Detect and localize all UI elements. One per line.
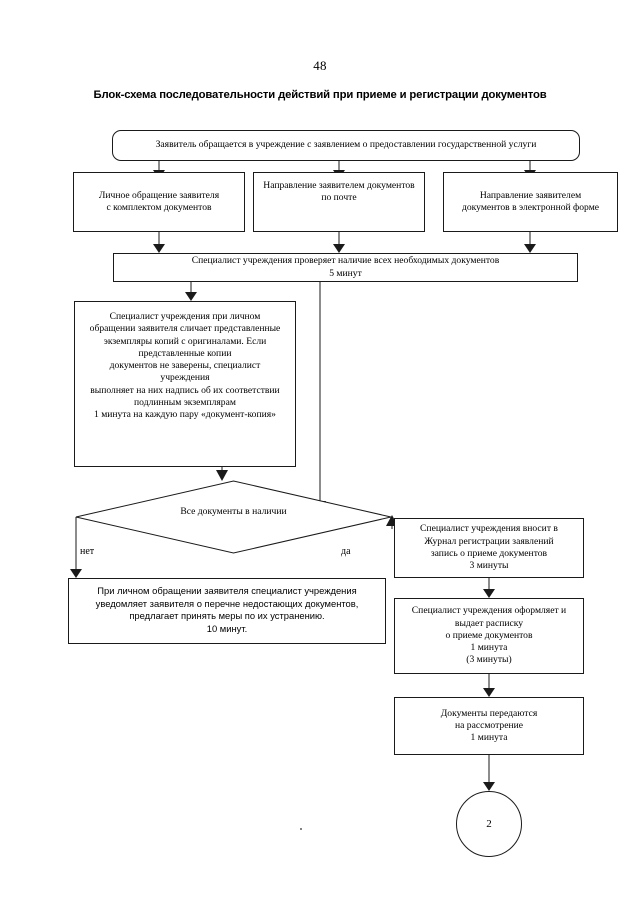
node-transfer-documents[interactable]: Документы передаются на рассмотрение 1 м… bbox=[394, 697, 584, 755]
page-title: Блок-схема последовательности действий п… bbox=[93, 89, 547, 101]
connector-circle-2[interactable]: 2 bbox=[456, 791, 522, 857]
node-register-journal[interactable]: Специалист учреждения вносит в Журнал ре… bbox=[394, 518, 584, 578]
node-check-documents[interactable]: Специалист учреждения проверяет наличие … bbox=[113, 253, 578, 282]
branch-label-yes: да bbox=[341, 546, 351, 557]
node-channel-in-person[interactable]: Личное обращение заявителя с комплектом … bbox=[73, 172, 245, 232]
node-notify-missing-documents[interactable]: При личном обращении заявителя специалис… bbox=[68, 578, 386, 644]
node-compare-copies[interactable]: Специалист учреждения при личном обращен… bbox=[74, 301, 296, 467]
node-decision-all-documents[interactable]: Все документы в наличии bbox=[75, 480, 392, 554]
node-issue-receipt[interactable]: Специалист учреждения оформляет и выдает… bbox=[394, 598, 584, 674]
node-channel-by-mail[interactable]: Направление заявителем документов по поч… bbox=[253, 172, 425, 232]
stray-dot bbox=[300, 828, 302, 830]
decision-label: Все документы в наличии bbox=[180, 506, 287, 517]
node-channel-electronic[interactable]: Направление заявителем документов в элек… bbox=[443, 172, 618, 232]
diamond-shape bbox=[75, 480, 392, 554]
page-number: 48 bbox=[313, 58, 327, 73]
node-start[interactable]: Заявитель обращается в учреждение с заяв… bbox=[112, 130, 580, 161]
branch-label-no: нет bbox=[80, 546, 95, 557]
